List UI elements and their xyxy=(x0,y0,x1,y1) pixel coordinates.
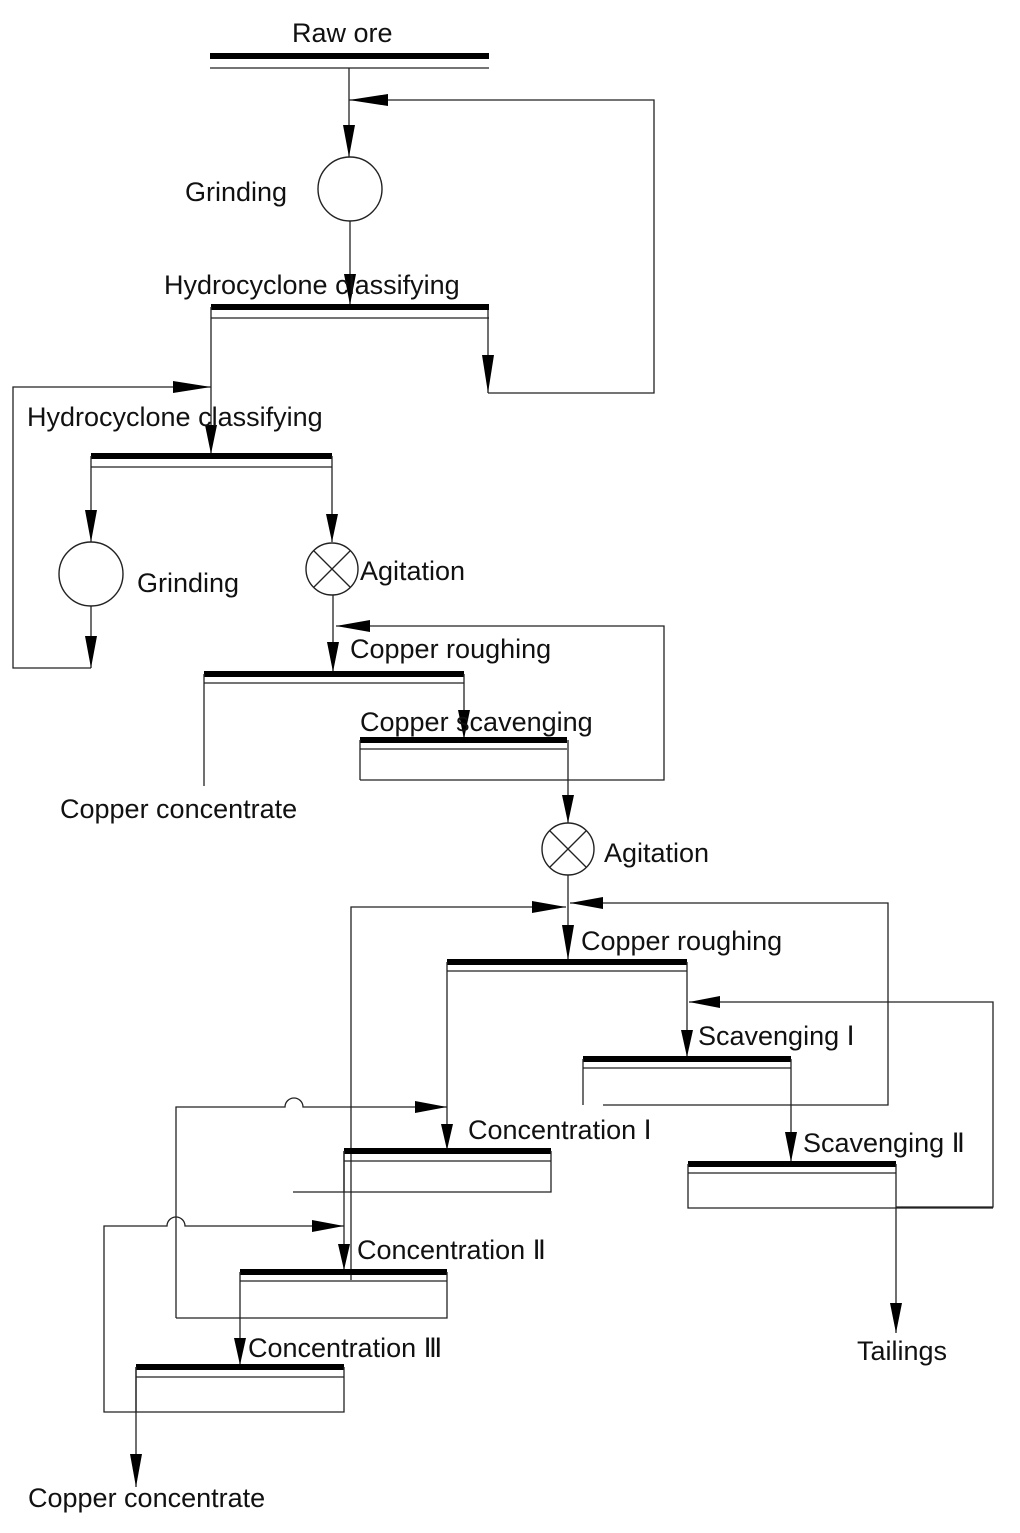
arrow-head xyxy=(441,1124,453,1150)
agitation-2-label: Agitation xyxy=(604,838,709,868)
raw-ore-bar xyxy=(210,53,489,69)
scavenging-1-cell xyxy=(582,1056,791,1105)
copper-roughing-2-label: Copper roughing xyxy=(581,926,782,956)
edge-agitation1-roughing1 xyxy=(327,595,339,672)
arrow-head xyxy=(570,897,603,909)
arrow-head xyxy=(532,901,566,913)
arrow-head xyxy=(326,514,338,542)
arrow-head xyxy=(343,125,355,157)
edge-scavenging-roughing1 xyxy=(336,620,665,781)
edge-scavenging2-tailings xyxy=(890,1164,902,1333)
copper-scavenging-label: Copper scavenging xyxy=(360,707,593,737)
edge-concentration1-roughing2 xyxy=(350,901,566,1280)
hydrocyclone-2-bar xyxy=(91,453,332,468)
agitation-1-tank xyxy=(305,542,359,596)
arrow-head xyxy=(890,1303,902,1333)
arrow-head xyxy=(344,274,356,305)
edge-hydrocyclone2-agitation1 xyxy=(326,456,338,542)
edge-hydrocyclone2-grinding2 xyxy=(85,456,97,542)
edge-roughing2-scavenging1 xyxy=(681,962,693,1057)
copper-concentrate-2-label: Copper concentrate xyxy=(28,1483,265,1513)
scavenging-1-label: Scavenging Ⅰ xyxy=(698,1021,855,1051)
concentration-1-label: Concentration Ⅰ xyxy=(468,1115,652,1145)
concentration-3-cell xyxy=(135,1364,345,1413)
edge-concentration2-concentration3 xyxy=(234,1272,246,1365)
edge-agitation2-roughing2 xyxy=(562,875,574,960)
edge-concentration2-concentration1 xyxy=(175,1097,447,1318)
edge-scavenging1-roughing2 xyxy=(570,897,889,1106)
arrow-head xyxy=(681,1030,693,1057)
agitation-2-tank xyxy=(541,822,595,876)
concentration-2-label: Concentration Ⅱ xyxy=(357,1235,546,1265)
arrow-head xyxy=(349,94,388,106)
edge-concentration3-concentration2 xyxy=(103,1216,344,1413)
edge-grinding2-hydrocyclone2 xyxy=(12,381,211,669)
edge-roughing2-concentration1 xyxy=(441,962,453,1150)
edge-grinding1-hydrocyclone1 xyxy=(344,221,356,305)
tailings-label: Tailings xyxy=(857,1336,947,1366)
edge-scavenging1-scavenging2 xyxy=(785,1059,797,1162)
copper-roughing-2-bar xyxy=(447,959,687,972)
arrow-head xyxy=(562,925,574,960)
edge-rawore-grinding1 xyxy=(343,68,355,157)
edge-hydrocyclone1-hydrocyclone2 xyxy=(205,307,217,454)
arrow-head xyxy=(458,710,470,739)
edge-concentration3-concentrate xyxy=(130,1367,142,1487)
arrow-head xyxy=(234,1338,246,1365)
concentration-1-cell xyxy=(293,1148,552,1193)
arrow-head xyxy=(336,620,370,632)
arrow-head xyxy=(85,636,97,668)
arrow-head xyxy=(785,1132,797,1162)
arrow-head xyxy=(130,1454,142,1487)
edge-scavenging-agitation2 xyxy=(562,740,574,823)
grinding-1-label: Grinding xyxy=(185,177,287,207)
arrow-head xyxy=(85,510,97,542)
arrow-head xyxy=(415,1101,447,1113)
arrow-head xyxy=(173,381,211,393)
edge-scavenging2-scavenging1 xyxy=(689,996,994,1208)
edge-roughing1-scavenging xyxy=(458,674,470,739)
hydrocyclone-1-bar xyxy=(211,304,489,319)
arrow-head xyxy=(338,1244,350,1270)
grinding-1-mill xyxy=(317,156,383,222)
arrow-head xyxy=(562,795,574,823)
concentration-3-label: Concentration Ⅲ xyxy=(248,1333,442,1363)
arrow-head xyxy=(205,425,217,454)
hydrocyclone-2-label: Hydrocyclone classifying xyxy=(27,402,323,432)
edge-hydrocyclone1-recycle xyxy=(349,94,655,394)
raw-ore-label: Raw ore xyxy=(292,18,393,48)
copper-roughing-1-label: Copper roughing xyxy=(350,634,551,664)
hydrocyclone-1-label: Hydrocyclone classifying xyxy=(164,270,460,300)
arrow-head xyxy=(482,355,494,393)
arrow-head xyxy=(312,1220,344,1232)
edge-concentration1-concentration2 xyxy=(338,1151,350,1270)
grinding-2-mill xyxy=(58,541,124,607)
copper-scavenging-cell xyxy=(359,737,567,780)
arrow-head xyxy=(689,996,720,1008)
agitation-1-label: Agitation xyxy=(360,556,465,586)
scavenging-2-cell xyxy=(687,1161,993,1209)
copper-roughing-1-bar xyxy=(204,671,464,684)
grinding-2-label: Grinding xyxy=(137,568,239,598)
arrow-head xyxy=(327,642,339,672)
copper-concentrate-1-label: Copper concentrate xyxy=(60,794,297,824)
scavenging-2-label: Scavenging Ⅱ xyxy=(803,1128,965,1158)
concentration-2-cell xyxy=(176,1269,448,1319)
